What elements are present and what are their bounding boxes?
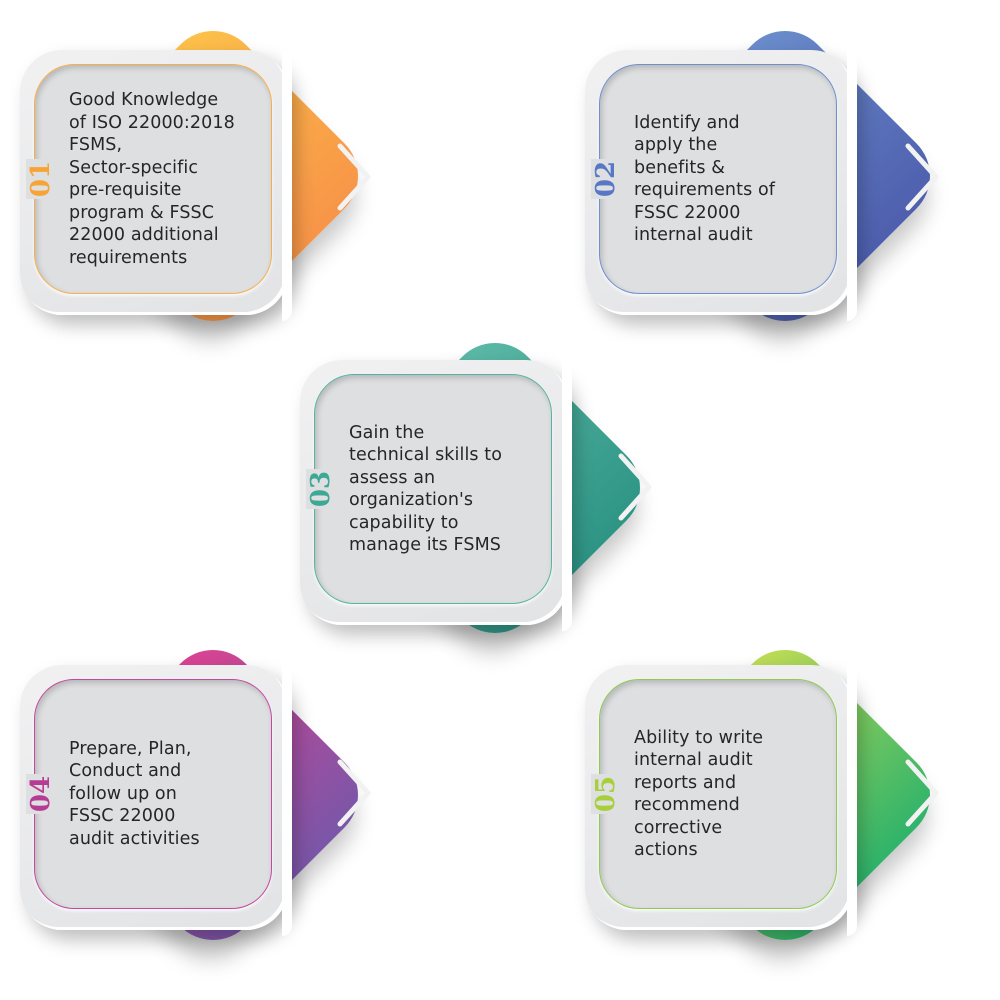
step-05: 05 Ability to write internal audit repor…	[565, 615, 965, 975]
step-03-inner-panel: 03 Gain the technical skills to assess a…	[306, 374, 552, 604]
step-description: Prepare, Plan, Conduct and follow up on …	[69, 738, 200, 849]
step-description: Good Knowledge of ISO 22000:2018 FSMS, S…	[69, 90, 235, 268]
chevron-right-icon	[905, 143, 939, 211]
chevron-right-icon	[905, 759, 939, 827]
step-description: Identify and apply the benefits & requir…	[634, 112, 776, 246]
step-description: Ability to write internal audit reports …	[634, 727, 764, 861]
step-number: 03	[306, 469, 336, 509]
step-04: 04 Prepare, Plan, Conduct and follow up …	[0, 615, 400, 975]
step-01: 01 Good Knowledge of ISO 22000:2018 FSMS…	[0, 0, 400, 360]
step-description: Gain the technical skills to assess an o…	[349, 422, 503, 556]
step-02: 02 Identify and apply the benefits & req…	[565, 0, 965, 360]
step-01-inner-panel: 01 Good Knowledge of ISO 22000:2018 FSMS…	[26, 64, 272, 294]
chevron-right-icon	[618, 453, 652, 521]
step-01-card: 01 Good Knowledge of ISO 22000:2018 FSMS…	[20, 50, 292, 321]
step-03: 03 Gain the technical skills to assess a…	[280, 310, 680, 670]
step-number: 02	[591, 159, 621, 199]
step-04-card: 04 Prepare, Plan, Conduct and follow up …	[20, 665, 292, 936]
step-02-card: 02 Identify and apply the benefits & req…	[585, 50, 857, 321]
step-04-inner-panel: 04 Prepare, Plan, Conduct and follow up …	[26, 679, 272, 909]
step-03-card: 03 Gain the technical skills to assess a…	[300, 360, 572, 631]
step-number: 01	[26, 159, 56, 199]
chevron-right-icon	[337, 759, 371, 827]
chevron-right-icon	[337, 143, 371, 211]
step-number: 05	[591, 774, 621, 814]
step-02-inner-panel: 02 Identify and apply the benefits & req…	[591, 64, 837, 294]
step-05-card: 05 Ability to write internal audit repor…	[585, 665, 857, 936]
step-number: 04	[26, 774, 56, 814]
step-05-inner-panel: 05 Ability to write internal audit repor…	[591, 679, 837, 909]
